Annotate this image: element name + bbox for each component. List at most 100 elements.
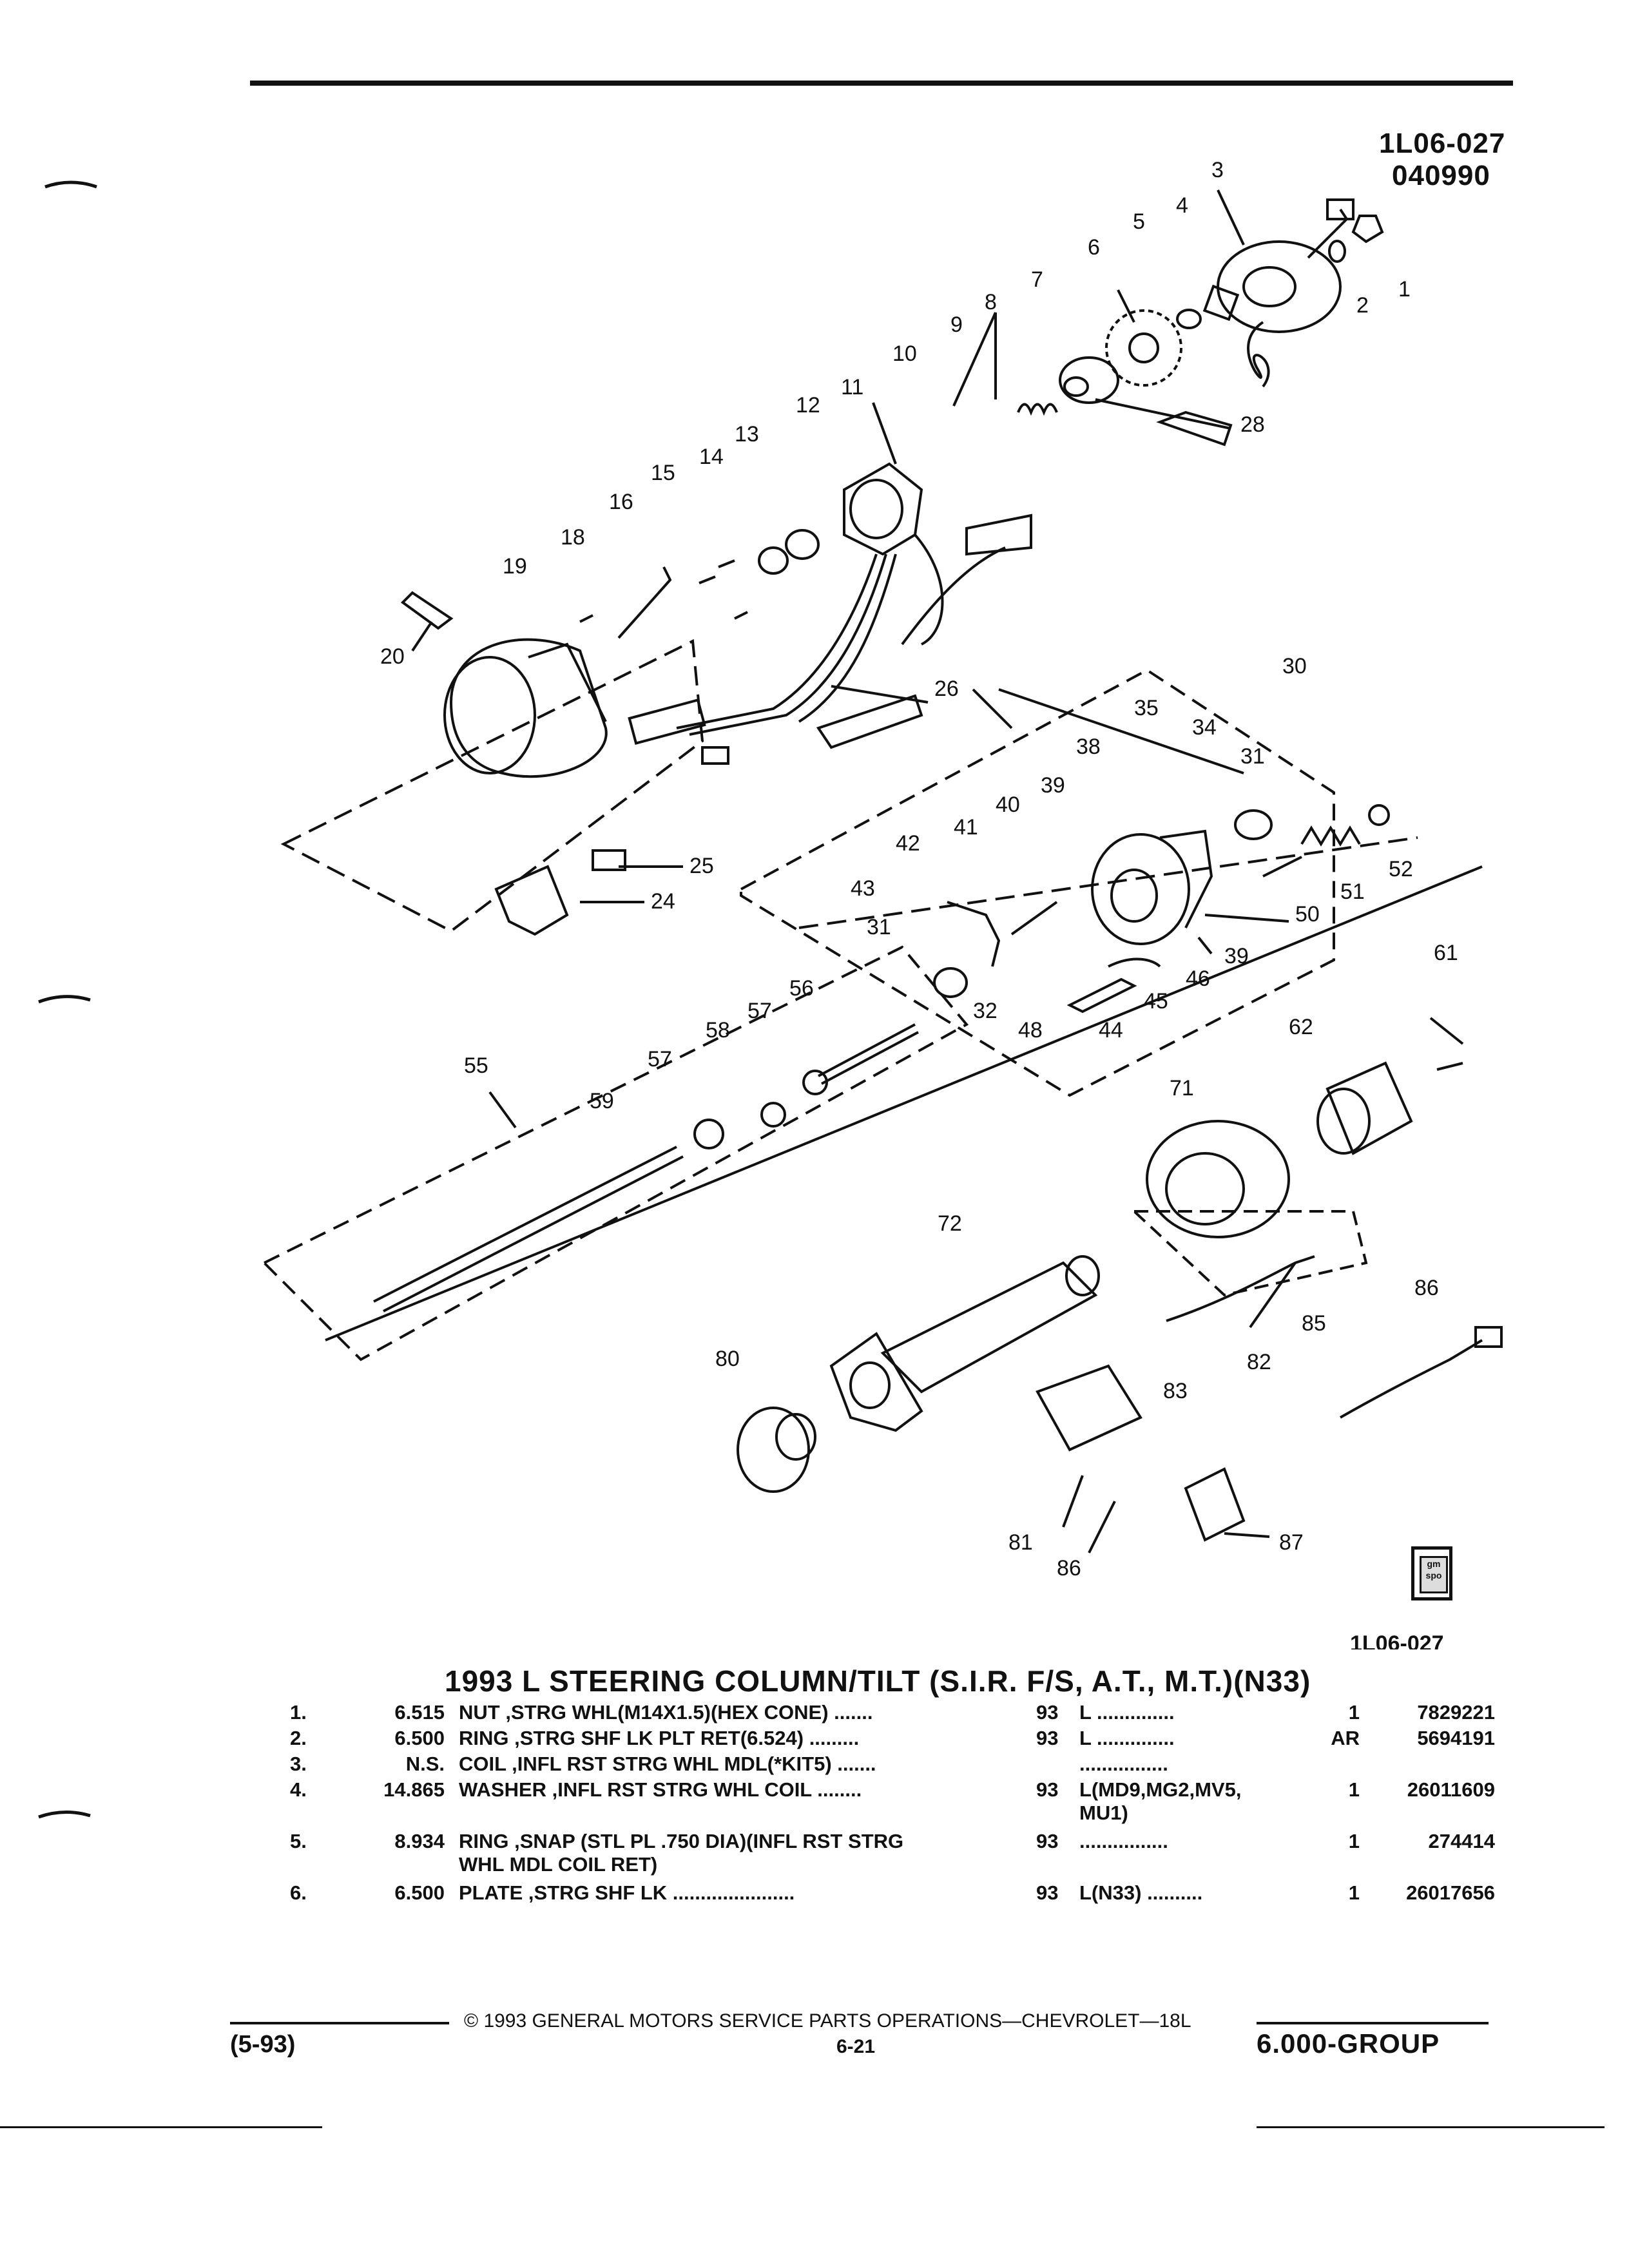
item-qty: AR <box>1331 1727 1360 1749</box>
callout-58: 58 <box>706 1018 730 1043</box>
callout-38: 38 <box>1076 735 1101 759</box>
callout-3: 3 <box>1211 158 1224 182</box>
callout-30: 30 <box>1282 654 1307 678</box>
item-description: RING ,STRG SHF LK PLT RET(6.524) .......… <box>459 1727 860 1749</box>
callout-82: 82 <box>1247 1350 1271 1374</box>
callout-2: 2 <box>1356 293 1369 318</box>
callout-56: 56 <box>789 976 814 1001</box>
footer-group: 6.000-GROUP <box>1257 2028 1440 2059</box>
callout-80: 80 <box>715 1347 740 1371</box>
item-year: 93 <box>1036 1778 1059 1801</box>
callout-44: 44 <box>1099 1018 1123 1043</box>
item-year: 93 <box>1036 1727 1059 1749</box>
callout-34: 34 <box>1192 715 1217 740</box>
footer-date-code: (5-93) <box>230 2031 296 2058</box>
callout-86: 86 <box>1057 1556 1081 1581</box>
callout-87: 87 <box>1279 1530 1304 1555</box>
callout-7: 7 <box>1031 267 1043 292</box>
item-qty: 1 <box>1348 1778 1360 1801</box>
item-index: 6. <box>290 1881 307 1904</box>
footer-rule-right <box>1257 2022 1489 2024</box>
callout-18: 18 <box>561 525 585 550</box>
item-description: RING ,SNAP (STL PL .750 DIA)(INFL RST ST… <box>459 1830 904 1852</box>
bottom-scan-line-right <box>1257 2126 1605 2128</box>
item-model: L .............. <box>1079 1701 1175 1724</box>
bottom-scan-line-left <box>0 2126 322 2128</box>
callout-84: 86 <box>1414 1276 1439 1300</box>
callout-26: 26 <box>934 677 959 701</box>
item-description: COIL ,INFL RST STRG WHL MDL(*KIT5) .....… <box>459 1753 876 1775</box>
callout-50: 50 <box>1295 902 1320 927</box>
item-qty: 1 <box>1348 1701 1360 1724</box>
callout-45: 45 <box>1144 989 1168 1014</box>
item-description-cont: WHL MDL COIL RET) <box>459 1853 658 1876</box>
item-part-number: 274414 <box>1428 1830 1495 1852</box>
callout-39b: 39 <box>1224 944 1249 968</box>
callout-31b: 31 <box>867 915 891 939</box>
item-year: 93 <box>1036 1830 1059 1852</box>
item-index: 3. <box>290 1753 307 1775</box>
illustration-date: 040990 <box>1392 160 1490 191</box>
dashed-group-55 <box>262 945 969 1361</box>
item-index: 2. <box>290 1727 307 1749</box>
item-qty: 1 <box>1348 1830 1360 1852</box>
callout-8: 8 <box>985 290 997 314</box>
item-model: L(MD9,MG2,MV5, <box>1079 1778 1242 1801</box>
callout-12: 12 <box>796 393 820 418</box>
item-qty: 1 <box>1348 1881 1360 1904</box>
callout-10: 10 <box>892 341 917 366</box>
list-item: 4. 14.865 WASHER ,INFL RST STRG WHL COIL… <box>284 1778 1495 1827</box>
item-part-number: 26017656 <box>1406 1881 1495 1904</box>
item-index: 1. <box>290 1701 307 1724</box>
item-group: 14.865 <box>383 1778 445 1801</box>
callout-31a: 31 <box>1240 744 1265 769</box>
margin-marks <box>38 180 97 1819</box>
callout-20: 20 <box>380 644 405 669</box>
item-part-number: 26011609 <box>1407 1778 1495 1801</box>
item-year: 93 <box>1036 1701 1059 1724</box>
callout-32: 32 <box>973 999 998 1023</box>
list-item: 5. 8.934 RING ,SNAP (STL PL .750 DIA)(IN… <box>284 1830 1495 1879</box>
dashed-group-19-25 <box>280 639 704 933</box>
item-description: WASHER ,INFL RST STRG WHL COIL ........ <box>459 1778 862 1801</box>
callout-6: 6 <box>1088 235 1100 260</box>
dashed-group-30 <box>740 668 1335 1097</box>
item-model: ................ <box>1079 1753 1168 1775</box>
callout-41: 41 <box>954 815 978 840</box>
callout-28: 28 <box>1240 412 1265 437</box>
callout-40: 40 <box>996 793 1020 817</box>
steering-column-exploded-diagram: 3 4 5 6 7 8 9 10 11 12 13 14 15 16 18 19… <box>262 158 1503 1649</box>
dashed-group-71-83 <box>1130 1210 1368 1297</box>
callout-46: 46 <box>1186 966 1210 991</box>
callout-5: 5 <box>1133 209 1145 234</box>
callout-16: 16 <box>609 490 633 514</box>
footer-copyright: © 1993 GENERAL MOTORS SERVICE PARTS OPER… <box>464 2010 1191 2032</box>
callout-1: 1 <box>1398 277 1411 302</box>
callout-35: 35 <box>1134 696 1159 720</box>
callout-83: 85 <box>1302 1311 1326 1336</box>
item-part-number: 5694191 <box>1417 1727 1495 1749</box>
list-item: 3. N.S. COIL ,INFL RST STRG WHL MDL(*KIT… <box>284 1753 1495 1778</box>
gm-spo-logo-text: gm spo <box>1420 1556 1448 1593</box>
callout-71: 71 <box>1170 1076 1194 1100</box>
item-model-cont: MU1) <box>1079 1802 1128 1824</box>
item-group: 8.934 <box>394 1830 445 1852</box>
callout-4: 4 <box>1176 193 1188 218</box>
callout-14: 14 <box>699 445 724 469</box>
list-item: 2. 6.500 RING ,STRG SHF LK PLT RET(6.524… <box>284 1727 1495 1753</box>
callout-48: 48 <box>1018 1018 1043 1043</box>
callout-59: 59 <box>590 1089 614 1113</box>
item-group: 6.500 <box>394 1727 445 1749</box>
callout-15: 15 <box>651 461 675 485</box>
gm-spo-logo: gm spo <box>1411 1546 1452 1600</box>
top-rule <box>250 81 1513 86</box>
figure-code: 1L06-027 <box>1350 1631 1444 1649</box>
item-description: NUT ,STRG WHL(M14X1.5)(HEX CONE) ....... <box>459 1701 873 1724</box>
item-index: 4. <box>290 1778 307 1801</box>
item-group: N.S. <box>405 1753 445 1775</box>
callout-57b: 57 <box>648 1047 672 1072</box>
callout-57a: 57 <box>747 999 772 1023</box>
parts-list-title: 1993 L STEERING COLUMN/TILT (S.I.R. F/S,… <box>445 1664 1311 1698</box>
callout-61: 61 <box>1434 941 1458 965</box>
callout-9: 9 <box>950 312 963 337</box>
